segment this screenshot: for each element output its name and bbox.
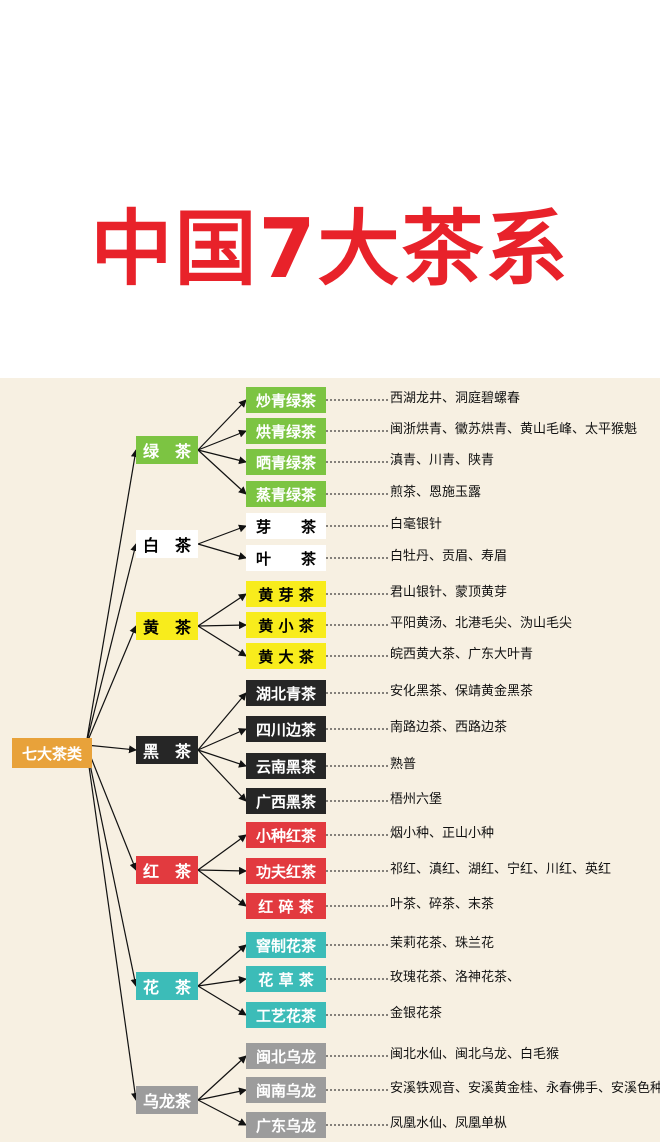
category-node: 白 茶	[136, 530, 198, 558]
example-teas-text: 白牡丹、贡眉、寿眉	[390, 549, 508, 564]
subtype-node: 四川边茶	[246, 716, 326, 742]
category-to-subtype-arrow	[197, 749, 247, 802]
category-to-subtype-arrow	[197, 692, 247, 751]
subtype-node: 湖北青茶	[246, 680, 326, 706]
example-teas-text: 南路边茶、西路边茶	[390, 720, 508, 735]
root-to-category-arrow	[85, 744, 139, 987]
tea-tree-diagram: 七大茶类 绿 茶 炒青绿茶 西湖龙井、洞庭碧螺春烘青绿茶 闽浙烘青、黴苏烘青、黄山毛峰…	[0, 378, 660, 1142]
category-to-subtype-arrow	[197, 985, 247, 1016]
subtype-node: 闽南乌龙	[246, 1077, 326, 1103]
root-to-category-arrow	[85, 543, 139, 746]
subtype-node: 云南黑茶	[246, 753, 326, 779]
example-teas-text: 煎茶、恩施玉露	[390, 485, 482, 500]
root-to-category-arrow	[85, 744, 137, 754]
category-to-subtype-arrow	[197, 593, 247, 627]
root-to-category-arrow	[85, 449, 139, 746]
subtype-node: 工艺花茶	[246, 1002, 326, 1028]
category-to-subtype-arrow	[197, 1099, 247, 1126]
example-teas-text: 茉莉花茶、珠兰花	[390, 936, 495, 951]
example-teas-text: 梧州六堡	[390, 792, 443, 807]
category-to-subtype-arrow	[197, 749, 247, 768]
subtype-node: 叶 茶	[246, 545, 326, 571]
category-to-subtype-arrow	[197, 976, 247, 987]
category-to-subtype-arrow	[197, 524, 247, 545]
category-to-subtype-arrow	[197, 1087, 247, 1101]
category-to-subtype-arrow	[197, 834, 247, 871]
subtype-node: 烘青绿茶	[246, 418, 326, 444]
category-to-subtype-arrow	[197, 543, 247, 560]
category-node: 乌龙茶	[136, 1086, 198, 1114]
root-to-category-arrow	[85, 625, 137, 746]
example-teas-text: 西湖龙井、洞庭碧螺春	[390, 391, 521, 406]
subtype-node: 窨制花茶	[246, 932, 326, 958]
example-teas-text: 玫瑰花茶、洛神花茶、	[390, 970, 521, 985]
category-to-subtype-arrow	[197, 944, 247, 987]
example-teas-text: 烟小种、正山小种	[390, 826, 495, 841]
subtype-node: 广东乌龙	[246, 1112, 326, 1138]
category-to-subtype-arrow	[197, 728, 247, 751]
subtype-node: 蒸青绿茶	[246, 481, 326, 507]
category-node: 红 茶	[136, 856, 198, 884]
category-to-subtype-arrow	[197, 449, 247, 465]
example-teas-text: 凤凰水仙、凤凰单枞	[390, 1116, 508, 1131]
subtype-node: 黄 大 茶	[246, 643, 326, 669]
subtype-node: 花 草 茶	[246, 966, 326, 992]
category-to-subtype-arrow	[197, 625, 247, 657]
category-to-subtype-arrow	[197, 869, 247, 907]
category-to-subtype-arrow	[197, 621, 247, 630]
category-to-subtype-arrow	[197, 429, 247, 451]
subtype-node: 广西黑茶	[246, 788, 326, 814]
category-node: 黑 茶	[136, 736, 198, 764]
example-teas-text: 闽北水仙、闽北乌龙、白毛猴	[390, 1047, 560, 1062]
subtype-node: 炒青绿茶	[246, 387, 326, 413]
category-to-subtype-arrow	[197, 399, 247, 451]
root-node: 七大茶类	[12, 738, 92, 768]
subtype-node: 芽 茶	[246, 513, 326, 539]
subtype-node: 黄 芽 茶	[246, 581, 326, 607]
subtype-node: 闽北乌龙	[246, 1043, 326, 1069]
example-teas-text: 金银花茶	[390, 1006, 443, 1021]
example-teas-text: 叶茶、碎茶、末茶	[390, 897, 495, 912]
example-teas-text: 熟普	[390, 757, 417, 772]
example-teas-text: 平阳黄汤、北港毛尖、沩山毛尖	[390, 616, 573, 631]
example-teas-text: 皖西黄大茶、广东大叶青	[390, 647, 534, 662]
category-node: 黄 茶	[136, 612, 198, 640]
example-teas-text: 安溪铁观音、安溪黄金桂、永春佛手、安溪色种	[390, 1081, 660, 1096]
category-to-subtype-arrow	[197, 449, 247, 495]
subtype-node: 小种红茶	[246, 822, 326, 848]
example-teas-text: 滇青、川青、陕青	[390, 453, 495, 468]
root-to-category-arrow	[85, 744, 139, 1101]
example-teas-text: 闽浙烘青、黴苏烘青、黄山毛峰、太平猴魁	[390, 422, 638, 437]
subtype-node: 红 碎 茶	[246, 893, 326, 919]
page-title: 中国7大茶系	[90, 202, 570, 297]
root-to-category-arrow	[85, 744, 138, 871]
subtype-node: 功夫红茶	[246, 858, 326, 884]
category-to-subtype-arrow	[197, 1055, 247, 1101]
connector-lines	[85, 399, 388, 1126]
subtype-node: 晒青绿茶	[246, 449, 326, 475]
example-teas-text: 安化黑茶、保靖黄金黑茶	[390, 684, 534, 699]
category-to-subtype-arrow	[197, 866, 247, 875]
category-node: 花 茶	[136, 972, 198, 1000]
example-teas-text: 君山银针、蒙顶黄芽	[390, 585, 508, 600]
subtype-node: 黄 小 茶	[246, 612, 326, 638]
category-node: 绿 茶	[136, 436, 198, 464]
example-teas-text: 祁红、滇红、湖红、宁红、川红、英红	[390, 862, 612, 877]
example-teas-text: 白毫银针	[390, 517, 443, 532]
